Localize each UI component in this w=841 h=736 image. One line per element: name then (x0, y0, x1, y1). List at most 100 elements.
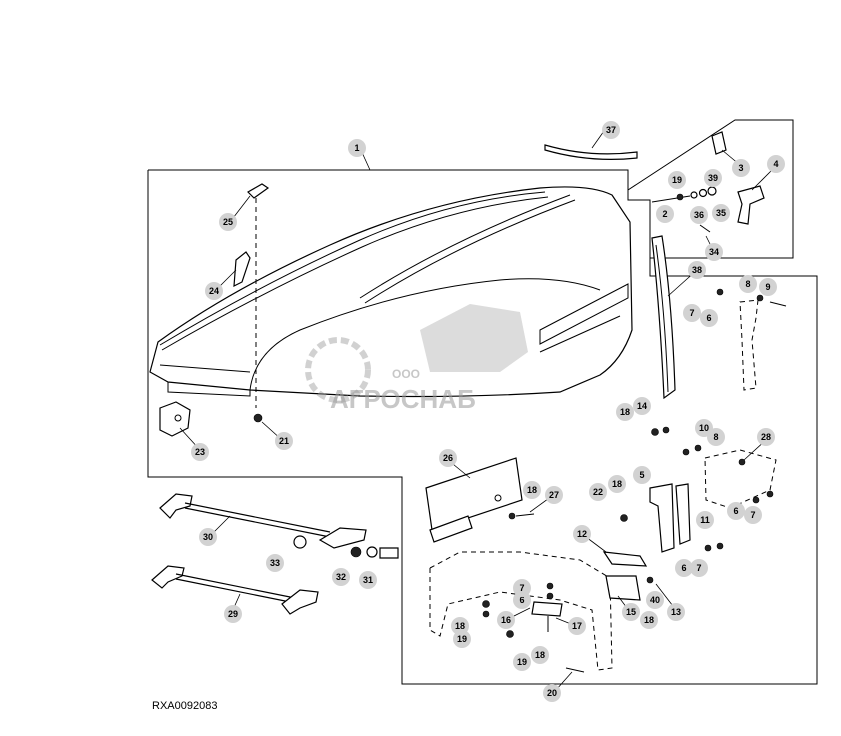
callout-31: 31 (359, 571, 377, 589)
bracket-group-upper (620, 288, 787, 553)
callout-27: 27 (545, 486, 563, 504)
svg-text:18: 18 (644, 615, 654, 625)
svg-text:25: 25 (223, 217, 233, 227)
callout-7d: 7 (513, 579, 531, 597)
svg-text:29: 29 (228, 609, 238, 619)
callout-7b: 7 (744, 506, 762, 524)
svg-text:7: 7 (750, 510, 755, 520)
callout-28: 28 (757, 428, 775, 446)
svg-text:27: 27 (549, 490, 559, 500)
svg-text:35: 35 (716, 208, 726, 218)
callout-25: 25 (219, 213, 237, 231)
svg-text:15: 15 (626, 607, 636, 617)
svg-text:18: 18 (612, 479, 622, 489)
callout-16: 16 (497, 611, 515, 629)
callout-18d: 18 (640, 611, 658, 629)
callout-11: 11 (696, 511, 714, 529)
svg-text:18: 18 (620, 407, 630, 417)
svg-text:30: 30 (203, 532, 213, 542)
svg-text:33: 33 (270, 558, 280, 568)
assembly-frame-latch (627, 119, 794, 259)
svg-text:4: 4 (773, 159, 778, 169)
bracket-group-lower (429, 551, 654, 673)
callout-30: 30 (199, 528, 217, 546)
callout-15: 15 (622, 603, 640, 621)
svg-text:18: 18 (535, 650, 545, 660)
drawing-id-label: RXA0092083 (152, 700, 218, 712)
callout-32: 32 (332, 568, 350, 586)
watermark: ООО АГРОСНАБ (305, 304, 528, 414)
callout-14: 14 (633, 397, 651, 415)
svg-text:1: 1 (354, 143, 359, 153)
callout-18f: 18 (531, 646, 549, 664)
svg-text:14: 14 (637, 401, 647, 411)
callout-40: 40 (646, 591, 664, 609)
svg-text:22: 22 (593, 487, 603, 497)
support-rod-29 (151, 565, 319, 615)
bracket-24 (233, 251, 251, 288)
callout-19c: 19 (513, 653, 531, 671)
callout-6c: 6 (675, 559, 693, 577)
svg-text:18: 18 (527, 485, 537, 495)
svg-text:10: 10 (699, 423, 709, 433)
callout-18c: 18 (523, 481, 541, 499)
callout-13: 13 (667, 603, 685, 621)
svg-text:37: 37 (606, 125, 616, 135)
callout-5: 5 (633, 466, 651, 484)
svg-text:6: 6 (519, 595, 524, 605)
svg-text:34: 34 (709, 247, 719, 257)
svg-text:38: 38 (692, 265, 702, 275)
callout-12: 12 (573, 525, 591, 543)
svg-text:7: 7 (689, 308, 694, 318)
callout-3: 3 (732, 159, 750, 177)
svg-text:24: 24 (209, 286, 219, 296)
callout-22: 22 (589, 483, 607, 501)
nut-21 (253, 413, 263, 423)
callout-38: 38 (688, 261, 706, 279)
latch-parts (651, 131, 765, 233)
callout-7c: 7 (690, 559, 708, 577)
svg-text:7: 7 (696, 563, 701, 573)
svg-text:6: 6 (706, 313, 711, 323)
callout-34: 34 (705, 243, 723, 261)
callout-26: 26 (439, 449, 457, 467)
callout-24: 24 (205, 282, 223, 300)
callout-4: 4 (767, 155, 785, 173)
callout-18a: 18 (616, 403, 634, 421)
callout-23: 23 (191, 443, 209, 461)
callout-37: 37 (602, 121, 620, 139)
svg-text:26: 26 (443, 453, 453, 463)
svg-text:11: 11 (700, 515, 710, 525)
svg-text:19: 19 (457, 634, 467, 644)
callout-7a: 7 (683, 304, 701, 322)
svg-text:19: 19 (517, 657, 527, 667)
svg-text:18: 18 (455, 621, 465, 631)
svg-text:6: 6 (733, 506, 738, 516)
callout-39: 39 (704, 169, 722, 187)
svg-text:20: 20 (547, 688, 557, 698)
panel-26 (425, 457, 535, 543)
svg-text:17: 17 (572, 621, 582, 631)
support-rod-30 (159, 493, 399, 559)
svg-text:8: 8 (745, 279, 750, 289)
callout-33: 33 (266, 554, 284, 572)
svg-text:9: 9 (765, 282, 770, 292)
clip-25 (247, 183, 270, 408)
callout-6a: 6 (700, 309, 718, 327)
callout-35: 35 (712, 204, 730, 222)
svg-text:2: 2 (662, 209, 667, 219)
svg-text:32: 32 (336, 572, 346, 582)
callout-20: 20 (543, 684, 561, 702)
callout-2: 2 (656, 205, 674, 223)
svg-text:8: 8 (713, 432, 718, 442)
svg-text:6: 6 (681, 563, 686, 573)
svg-text:13: 13 (671, 607, 681, 617)
callout-21: 21 (275, 432, 293, 450)
svg-text:28: 28 (761, 432, 771, 442)
svg-text:21: 21 (279, 436, 289, 446)
plate-23 (159, 401, 191, 437)
svg-text:3: 3 (738, 163, 743, 173)
callout-17: 17 (568, 617, 586, 635)
callout-19b: 19 (453, 630, 471, 648)
